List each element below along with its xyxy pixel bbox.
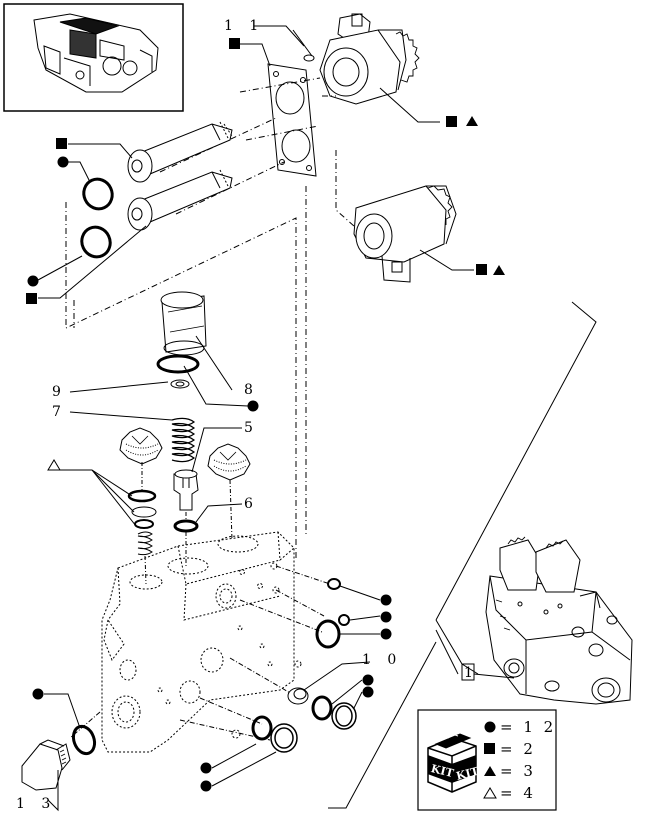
small-spring <box>137 531 153 556</box>
circle-marker-oring-lower <box>27 275 39 287</box>
symbol-markers <box>26 38 505 792</box>
square-marker-spool <box>56 138 67 149</box>
label-5: 5 <box>244 420 259 436</box>
label-10: 1 0 <box>362 652 402 668</box>
seal-large-c <box>315 619 341 649</box>
upper-solenoid <box>319 13 420 105</box>
circle-marker-oring-upper <box>57 156 69 168</box>
circle-marker-seal-a <box>380 594 392 606</box>
seal-small-b <box>338 614 350 626</box>
valve-5 <box>173 469 199 511</box>
washer-plug <box>156 354 200 374</box>
circle-marker-seal-b <box>380 611 392 623</box>
label-7: 7 <box>52 404 67 420</box>
circle-marker-near-10-a <box>362 674 374 686</box>
label-8: 8 <box>244 382 259 398</box>
circle-marker-washer <box>247 400 259 412</box>
circle-marker-lower-a <box>200 762 212 774</box>
legend-row-4-text: = 4 <box>500 784 536 802</box>
seals-lower-body <box>251 715 298 753</box>
square-marker-right-solenoid <box>476 264 487 275</box>
label-1: 1 <box>464 665 479 681</box>
filter-screen-left <box>119 427 163 465</box>
label-1-box: 1 <box>461 663 479 681</box>
circle-marker-seal-c <box>380 628 392 640</box>
o-ring-plug-13 <box>71 724 97 756</box>
legend-rows: = 1 2 = 2 = 3 = 4 <box>483 718 556 802</box>
square-marker-upper-solenoid <box>446 116 457 127</box>
washer-9 <box>170 379 190 389</box>
assembly-lines-body <box>69 565 331 741</box>
upper-gasket-plate <box>267 63 317 177</box>
o-rings-left <box>80 177 114 259</box>
label-6: 6 <box>244 496 259 512</box>
legend-circle-symbol <box>484 721 496 733</box>
filter-screen-right <box>207 443 251 481</box>
triangle-outline-marker <box>47 459 61 471</box>
kit-text-right: KIT <box>455 765 481 783</box>
part-labels: 1 1 9 7 8 5 6 1 0 1 3 <box>16 18 402 812</box>
seals-near-plug-10 <box>311 695 357 730</box>
legend-triangle-outline-symbol <box>483 787 497 799</box>
circle-marker-near-10-b <box>362 686 374 698</box>
plug-10 <box>287 687 309 705</box>
square-marker-11 <box>229 38 240 49</box>
legend-row-2-text: = 2 <box>500 740 536 758</box>
kit-icon: KIT KIT <box>427 733 481 793</box>
thumbnail-frame <box>3 3 184 112</box>
assembly-lines-mid <box>141 462 233 585</box>
square-marker-spool-lower <box>26 293 37 304</box>
seal-small-a <box>327 578 341 590</box>
thumbnail-valve-image <box>33 13 159 93</box>
valve-body <box>101 531 302 753</box>
label-9: 9 <box>52 384 67 400</box>
spring-7 <box>171 417 196 463</box>
kit-legend-box <box>417 709 557 811</box>
legend-row-1-text: = 1 2 <box>500 718 556 736</box>
circle-marker-plug-13 <box>32 688 44 700</box>
legend-square-symbol <box>484 743 495 754</box>
pilot-spool-upper <box>127 121 233 183</box>
plug-8 <box>160 291 207 356</box>
legend-triangle-symbol <box>484 766 496 776</box>
kit-text-left: KIT <box>430 762 456 780</box>
triangle-marker-upper-solenoid <box>466 116 478 126</box>
leader-lines <box>37 25 515 812</box>
assembled-valve <box>485 536 633 705</box>
legend-row-3-text: = 3 <box>500 762 536 780</box>
label-11: 1 1 <box>224 18 264 34</box>
pilot-spool-lower <box>127 169 233 231</box>
alignment-lines-top <box>65 77 355 560</box>
seal-6 <box>173 519 199 533</box>
triangle-marker-right-solenoid <box>493 265 505 275</box>
plug-13 <box>21 739 71 791</box>
circle-marker-lower-b <box>200 780 212 792</box>
right-solenoid <box>353 185 457 283</box>
label-13: 1 3 <box>16 796 56 812</box>
screw-11 <box>292 29 315 62</box>
